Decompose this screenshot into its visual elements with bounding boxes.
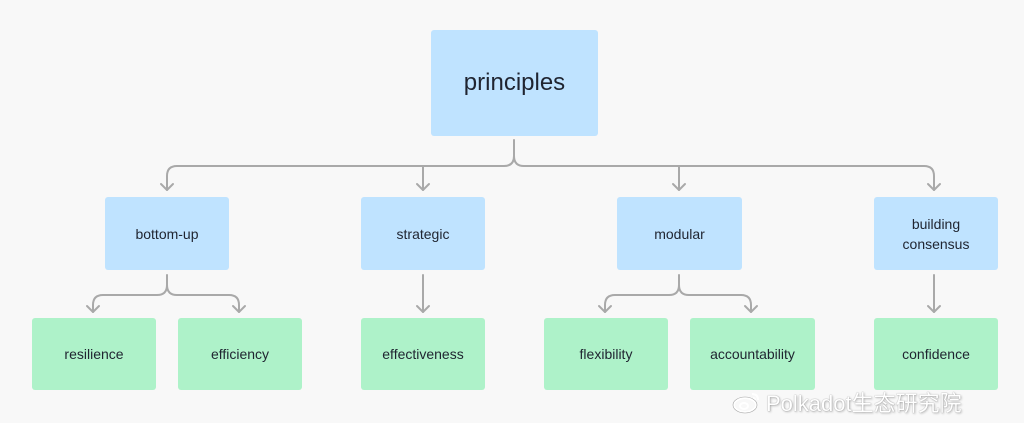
root-node-label: principles bbox=[463, 69, 566, 96]
principle-label: strategic bbox=[396, 225, 450, 242]
weibo-logo-icon bbox=[732, 393, 759, 414]
outcome-node-confidence: confidence bbox=[874, 318, 998, 390]
watermark-text: Polkadot生态研究院 bbox=[766, 391, 962, 416]
outcome-label: resilience bbox=[64, 346, 124, 362]
outcome-label: confidence bbox=[902, 346, 970, 362]
root-node-principles: principles bbox=[431, 30, 598, 136]
principle-label: building consensus bbox=[902, 215, 970, 252]
principle-node-modular: modular bbox=[617, 197, 742, 270]
outcome-label: efficiency bbox=[210, 346, 270, 362]
outcome-label: flexibility bbox=[579, 346, 633, 362]
principle-label: bottom-up bbox=[135, 225, 199, 242]
outcome-node-efficiency: efficiency bbox=[178, 318, 302, 390]
outcome-node-resilience: resilience bbox=[32, 318, 156, 390]
principle-node-building-consensus: building consensus bbox=[874, 197, 998, 270]
principle-node-bottom-up: bottom-up bbox=[105, 197, 229, 270]
principle-label: modular bbox=[654, 225, 705, 242]
outcome-label: effectiveness bbox=[382, 346, 464, 362]
outcome-node-effectiveness: effectiveness bbox=[361, 318, 485, 390]
principle-node-strategic: strategic bbox=[361, 197, 485, 270]
watermark: Polkadot生态研究院 bbox=[732, 386, 962, 418]
outcome-node-flexibility: flexibility bbox=[544, 318, 668, 390]
outcome-node-accountability: accountability bbox=[690, 318, 815, 390]
outcome-label: accountability bbox=[710, 346, 795, 362]
